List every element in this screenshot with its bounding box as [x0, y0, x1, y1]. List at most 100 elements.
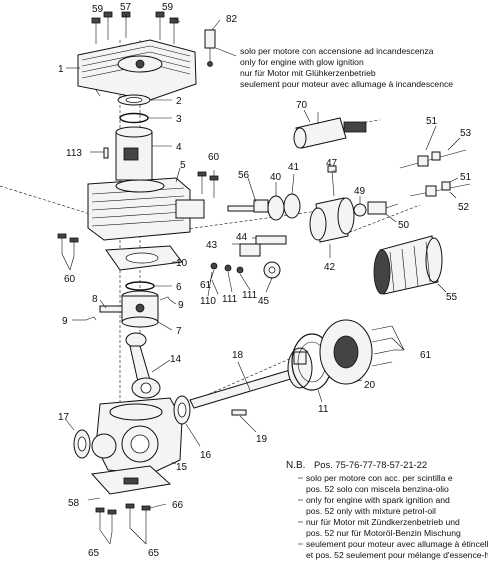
needle-valve-49 — [353, 203, 367, 217]
callout-7: 7 — [176, 326, 182, 337]
nb-line-6: pos. 52 nur für Motoröl-Benzin Mischung — [306, 528, 461, 538]
callout-2: 2 — [176, 96, 182, 107]
callout-113: 113 — [66, 148, 82, 159]
cylinder-liner — [115, 126, 153, 181]
callout-14: 14 — [170, 354, 182, 365]
callout-70: 70 — [296, 100, 308, 111]
base-screws — [95, 503, 151, 532]
callout-41: 41 — [288, 162, 300, 173]
nb-line-4: pos. 52 only with mixture petrol-oil — [306, 506, 436, 516]
rear-cover — [319, 319, 373, 385]
nb-note: N.B. Pos. 75-76-77-78-57-21-22 solo per … — [286, 459, 488, 560]
glow-note-fr: seulement pour moteur avec allumage à in… — [240, 79, 453, 89]
rear-bearing — [173, 395, 191, 425]
callout-57: 57 — [120, 2, 132, 13]
base-plate — [90, 465, 172, 495]
assembly-guide-lines — [0, 40, 421, 470]
throttle-assembly — [293, 112, 367, 149]
nb-line-5: nur für Motor mit Zündkerzenbetrieb und — [306, 517, 460, 527]
woodruff-key — [231, 409, 247, 416]
nb-parts: Pos. 75-76-77-78-57-21-22 — [314, 459, 427, 470]
callout-4: 4 — [176, 142, 182, 153]
block-screws-60 — [57, 171, 219, 256]
callout-58: 58 — [68, 498, 80, 509]
callout-45: 45 — [258, 296, 270, 307]
callout-16: 16 — [200, 450, 212, 461]
callout-10: 10 — [176, 258, 188, 269]
callout-110: 110 — [200, 296, 216, 307]
callout-59-left: 59 — [92, 4, 104, 15]
callout-19: 19 — [256, 434, 268, 445]
callout-leaders — [61, 14, 461, 545]
callout-5: 5 — [180, 160, 186, 171]
nb-line-2: pos. 52 solo con miscela benzina-olio — [306, 484, 449, 494]
glow-note-de: nur für Motor mit Glühkerzenbetrieb — [240, 68, 376, 78]
callout-60-left: 60 — [64, 274, 76, 285]
callout-6: 6 — [176, 282, 182, 293]
callout-15: 15 — [176, 462, 188, 473]
head-screws — [91, 11, 179, 44]
callout-40: 40 — [270, 172, 282, 183]
fuel-needle-47 — [327, 165, 337, 197]
cylinder-head — [77, 39, 197, 101]
callout-11: 11 — [318, 404, 329, 415]
glow-plug — [204, 29, 237, 67]
callout-53: 53 — [460, 128, 472, 139]
callout-1: 1 — [58, 64, 64, 75]
callout-42: 42 — [324, 262, 336, 273]
nb-line-8: et pos. 52 seulement pour mélange d'esse… — [306, 550, 488, 560]
callout-20: 20 — [364, 380, 376, 391]
crankshaft — [189, 347, 313, 409]
callout-65-left: 65 — [88, 548, 100, 559]
callout-47: 47 — [326, 158, 338, 169]
callout-49: 49 — [354, 186, 366, 197]
callout-65-right: 65 — [148, 548, 160, 559]
callout-111-right: 111 — [242, 290, 258, 301]
glow-note-it: solo per motore con accensione ad incand… — [240, 46, 434, 56]
callout-3: 3 — [176, 114, 182, 125]
cover-screws — [371, 325, 395, 367]
connecting-rod — [125, 332, 161, 399]
callout-52: 52 — [458, 202, 470, 213]
carburettor — [309, 197, 355, 243]
callout-66: 66 — [172, 500, 184, 511]
needle-set — [399, 149, 471, 197]
liner-ring — [119, 112, 149, 124]
crankcase — [91, 397, 183, 475]
callout-55: 55 — [446, 292, 458, 303]
base-gasket — [105, 245, 183, 271]
callout-51-mid: 51 — [460, 172, 472, 183]
cylinder-block — [87, 177, 205, 241]
callout-59-right: 59 — [162, 2, 174, 13]
callout-51-top: 51 — [426, 116, 438, 127]
callout-17: 17 — [58, 412, 70, 423]
callout-8: 8 — [92, 294, 98, 305]
throttle-barrel-parts — [207, 235, 287, 297]
nb-line-3: only for engine with spark ignition and — [306, 495, 450, 505]
nb-line-7: seulement pour moteur avec allumage à ét… — [306, 539, 488, 549]
intake-rubber — [267, 193, 301, 221]
front-bearing — [73, 429, 91, 459]
glow-note-en: only for engine with glow ignition — [240, 57, 364, 67]
nb-dashes — [298, 477, 303, 545]
callout-18: 18 — [232, 350, 244, 361]
callout-82: 82 — [226, 14, 238, 25]
exhaust-stud — [227, 199, 269, 213]
callout-60-top: 60 — [208, 152, 220, 163]
nb-label: N.B. — [286, 460, 305, 471]
pin-113 — [103, 147, 109, 159]
piston — [121, 290, 159, 328]
callout-61-left: 61 — [200, 280, 212, 291]
head-gasket-washer — [117, 94, 151, 106]
callout-43: 43 — [206, 240, 218, 251]
circlips — [85, 296, 171, 321]
nb-line-1: solo per motore con acc. per scintilla e — [306, 473, 453, 483]
piston-pin — [99, 305, 123, 313]
callout-111-left: 111 — [222, 294, 238, 305]
callout-9-left: 9 — [62, 316, 68, 327]
callout-9-right: 9 — [178, 300, 184, 311]
needle-valve-50 — [367, 201, 399, 215]
callout-numbers: 1 2 3 4 5 6 7 8 9 9 10 11 14 15 16 17 18… — [58, 2, 472, 559]
callout-44: 44 — [236, 232, 248, 243]
